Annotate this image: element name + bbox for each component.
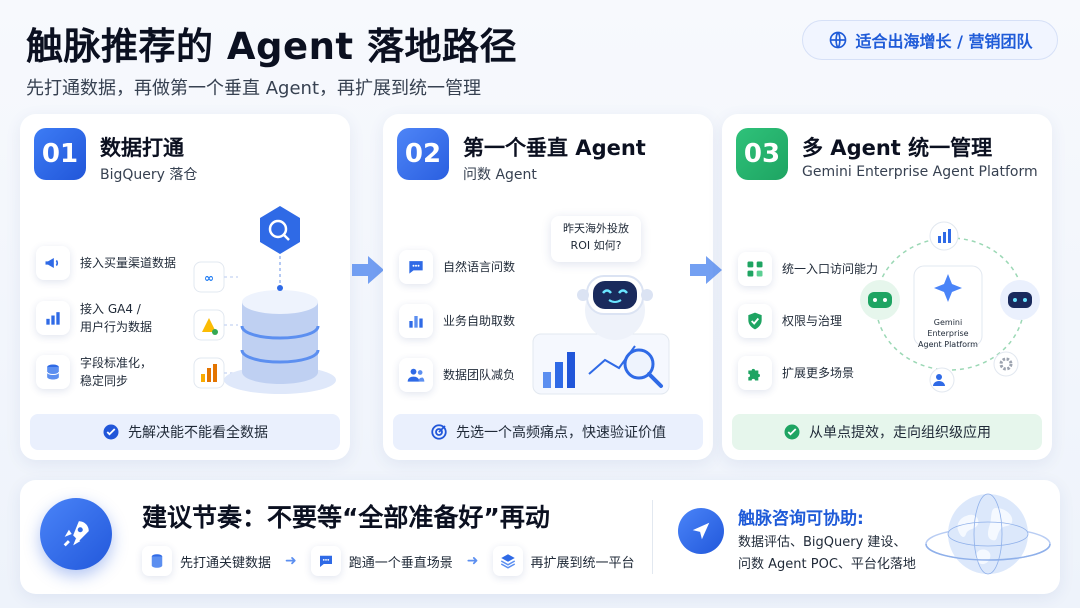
- consult-line: 问数 Agent POC、平台化落地: [738, 557, 916, 573]
- audience-tag: 适合出海增长 / 营销团队: [802, 20, 1058, 60]
- chat-icon: [399, 250, 433, 284]
- globe-icon: [829, 31, 846, 49]
- item-text: 字段标准化， 稳定同步: [80, 356, 153, 388]
- list-item: 接入 GA4 / 用户行为数据: [36, 300, 152, 336]
- item-text: 权限与治理: [782, 314, 843, 328]
- list-item: 权限与治理: [738, 304, 842, 338]
- step-number: 03: [736, 128, 788, 180]
- footer-text: 先选一个高频痛点，快速验证价值: [456, 425, 666, 441]
- platform-hub-illustration: [860, 221, 1040, 393]
- list-item: 统一入口访问能力: [738, 252, 878, 286]
- step-subtitle: Gemini Enterprise Agent Platform: [802, 164, 1038, 180]
- consult-title: 触脉咨询可协助:: [738, 509, 864, 529]
- database-icon: [36, 355, 70, 389]
- database-icon: [142, 546, 172, 576]
- step-card-3: 03 多 Agent 统一管理 Gemini Enterprise Agent …: [722, 114, 1052, 460]
- step-card-2: 02 第一个垂直 Agent 问数 Agent 自然语言问数 业务自助取数 数据…: [383, 114, 713, 460]
- step-footer: 从单点提效，走向组织级应用: [732, 414, 1042, 450]
- step-text: 再扩展到统一平台: [530, 555, 635, 571]
- list-item: 自然语言问数: [399, 250, 515, 284]
- recommendation-panel: 建议节奏：不要等“全部准备好”再动 先打通关键数据 ➜ 跑通一个垂直场景 ➜ 再…: [20, 480, 1060, 594]
- page-subtitle: 先打通数据，再做第一个垂直 Agent，再扩展到统一管理: [26, 78, 481, 99]
- list-item: 接入买量渠道数据: [36, 246, 176, 280]
- speech-bubble: 昨天海外投放 ROI 如何?: [551, 216, 641, 262]
- shield-icon: [738, 304, 772, 338]
- chat-icon: [310, 546, 341, 576]
- recommendation-title: 建议节奏：不要等“全部准备好”再动: [142, 503, 550, 532]
- step-title: 多 Agent 统一管理: [802, 136, 993, 160]
- bigquery-warehouse-illustration: ∞: [193, 206, 336, 394]
- item-text: 数据团队减负: [443, 368, 516, 382]
- list-item: 字段标准化， 稳定同步: [36, 354, 152, 390]
- step-title: 第一个垂直 Agent: [463, 136, 646, 160]
- step-arrow-icon: ➜: [466, 553, 479, 569]
- arrow-right-icon: [690, 256, 722, 284]
- consult-line: 数据评估、BigQuery 建设、: [738, 535, 907, 550]
- recommendation-steps: 先打通关键数据 ➜ 跑通一个垂直场景 ➜ 再扩展到统一平台: [142, 546, 635, 576]
- recommendation-step: 跑通一个垂直场景: [310, 546, 453, 576]
- robot-illustration: [532, 275, 670, 395]
- recommendation-step: 先打通关键数据: [142, 546, 271, 576]
- step-subtitle: BigQuery 落仓: [100, 167, 198, 183]
- item-text: 业务自助取数: [443, 314, 516, 328]
- step-text: 先打通关键数据: [180, 555, 272, 571]
- step-footer: 先选一个高频痛点，快速验证价值: [393, 414, 703, 450]
- grid-icon: [738, 252, 772, 286]
- arrow-right-icon: [352, 256, 384, 284]
- rocket-icon: [40, 498, 112, 570]
- bar-chart-icon: [399, 304, 433, 338]
- puzzle-icon: [738, 356, 772, 390]
- divider: [652, 500, 653, 574]
- item-text: 接入买量渠道数据: [80, 256, 177, 270]
- footer-text: 从单点提效，走向组织级应用: [809, 425, 991, 441]
- target-icon: [431, 424, 447, 440]
- step-number: 01: [34, 128, 86, 180]
- list-item: 扩展更多场景: [738, 356, 854, 390]
- step-card-1: 01 数据打通 BigQuery 落仓 接入买量渠道数据 接入 GA4 / 用户…: [20, 114, 350, 460]
- bar-chart-icon: [36, 301, 70, 335]
- users-icon: [399, 358, 433, 392]
- step-arrow-icon: ➜: [285, 553, 297, 569]
- platform-hub-label: Gemini Enterprise Agent Platform: [918, 318, 978, 349]
- megaphone-icon: [36, 246, 70, 280]
- check-circle-icon: [784, 424, 800, 440]
- item-text: 扩展更多场景: [782, 366, 855, 380]
- step-number: 02: [397, 128, 449, 180]
- check-circle-icon: [103, 424, 119, 440]
- audience-tag-label: 适合出海增长 / 营销团队: [855, 32, 1033, 51]
- step-text: 跑通一个垂直场景: [348, 555, 453, 571]
- item-text: 自然语言问数: [443, 260, 516, 274]
- svg-text:∞: ∞: [204, 271, 214, 285]
- item-text: 统一入口访问能力: [782, 262, 879, 276]
- recommendation-step: 再扩展到统一平台: [492, 546, 635, 576]
- layers-icon: [492, 546, 523, 576]
- list-item: 数据团队减负: [399, 358, 515, 392]
- list-item: 业务自助取数: [399, 304, 515, 338]
- globe-illustration: [925, 493, 1051, 575]
- step-title: 数据打通: [100, 136, 184, 160]
- consult-text: 数据评估、BigQuery 建设、 问数 Agent POC、平台化落地: [738, 532, 916, 576]
- step-footer: 先解决能不能看全数据: [30, 414, 340, 450]
- page-title: 触脉推荐的 Agent 落地路径: [26, 25, 518, 68]
- item-text: 接入 GA4 / 用户行为数据: [80, 302, 153, 334]
- footer-text: 先解决能不能看全数据: [128, 425, 268, 441]
- paper-plane-icon: [678, 508, 724, 554]
- step-subtitle: 问数 Agent: [463, 167, 537, 183]
